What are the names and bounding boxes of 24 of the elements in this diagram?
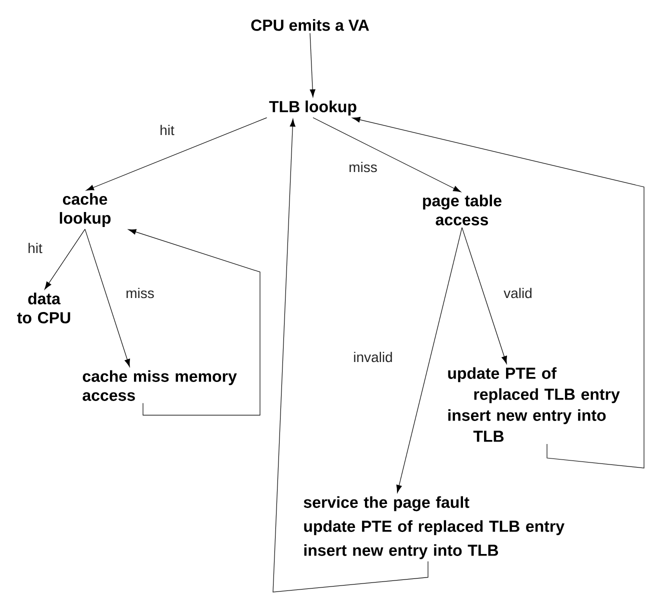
step-text: cache miss memory access bbox=[82, 370, 237, 401]
step-text: service the page fault update PTE of replaced TLB entry insert new entry into TLB bbox=[304, 496, 564, 560]
edge-label: hit bbox=[160, 124, 174, 136]
arrow bbox=[312, 117, 462, 192]
step-text: page table access bbox=[423, 194, 502, 226]
edge-label: valid bbox=[504, 288, 532, 298]
step-text: TLB lookup bbox=[269, 100, 356, 116]
arrow bbox=[272, 118, 428, 592]
arrow bbox=[84, 228, 130, 367]
arrow bbox=[310, 32, 316, 98]
arrow bbox=[352, 116, 644, 468]
arrow bbox=[44, 228, 86, 290]
edge-label: miss bbox=[350, 162, 377, 172]
step-text: CPU emits a VA bbox=[251, 19, 369, 31]
arrow bbox=[86, 117, 268, 191]
edge-label: miss bbox=[126, 288, 154, 298]
arrow bbox=[128, 229, 260, 416]
step-text: cache lookup bbox=[60, 193, 111, 227]
edge-label: hit bbox=[28, 242, 42, 254]
step-text: update PTE of replaced TLB entry insert new entry into TLB bbox=[448, 367, 620, 442]
arrow bbox=[396, 227, 462, 493]
arrow bbox=[462, 227, 507, 364]
edge-label: invalid bbox=[354, 352, 392, 362]
step-text: data to CPU bbox=[17, 292, 70, 324]
